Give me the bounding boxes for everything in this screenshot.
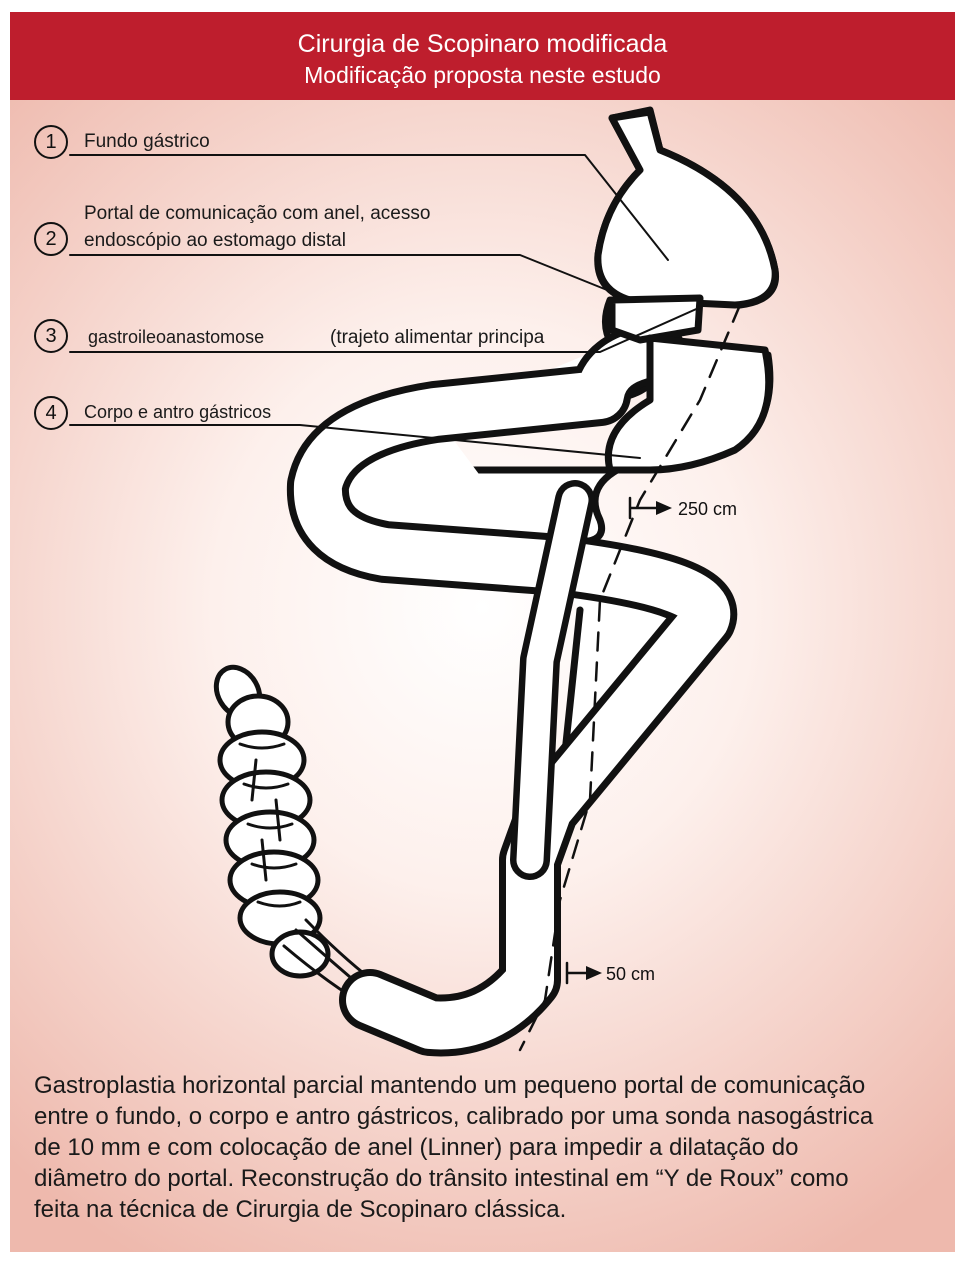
label-2-number: 2 [34, 222, 68, 256]
label-2-text-line2: endoscópio ao estomago distal [84, 230, 346, 252]
arrowhead-upper [656, 501, 672, 515]
caption-line: diâmetro do portal. Reconstrução do trân… [34, 1163, 946, 1194]
label-2-text-line1: Portal de comunicação com anel, acesso [84, 203, 430, 225]
caption-line: entre o fundo, o corpo e antro gástricos… [34, 1101, 946, 1132]
caption-paragraph: Gastroplastia horizontal parcial mantend… [34, 1070, 946, 1225]
caption-line: Gastroplastia horizontal parcial mantend… [34, 1070, 946, 1101]
intestine-tube [318, 112, 775, 1025]
distance-50cm: 50 cm [606, 964, 655, 985]
label-1-text: Fundo gástrico [84, 131, 210, 153]
caption-line: feita na técnica de Cirurgia de Scopinar… [34, 1194, 946, 1225]
label-3-text: gastroileoanastomose [88, 327, 264, 348]
label-3-text-route: (trajeto alimentar principa [330, 327, 544, 349]
label-4-number: 4 [34, 396, 68, 430]
label-1-number: 1 [34, 125, 68, 159]
label-3-number: 3 [34, 319, 68, 353]
colon-drawing [208, 659, 328, 976]
caption-line: de 10 mm e com colocação de anel (Linner… [34, 1132, 946, 1163]
arrowhead-lower [586, 966, 602, 980]
distance-250cm: 250 cm [678, 499, 737, 520]
label-4-text: Corpo e antro gástricos [84, 402, 271, 423]
